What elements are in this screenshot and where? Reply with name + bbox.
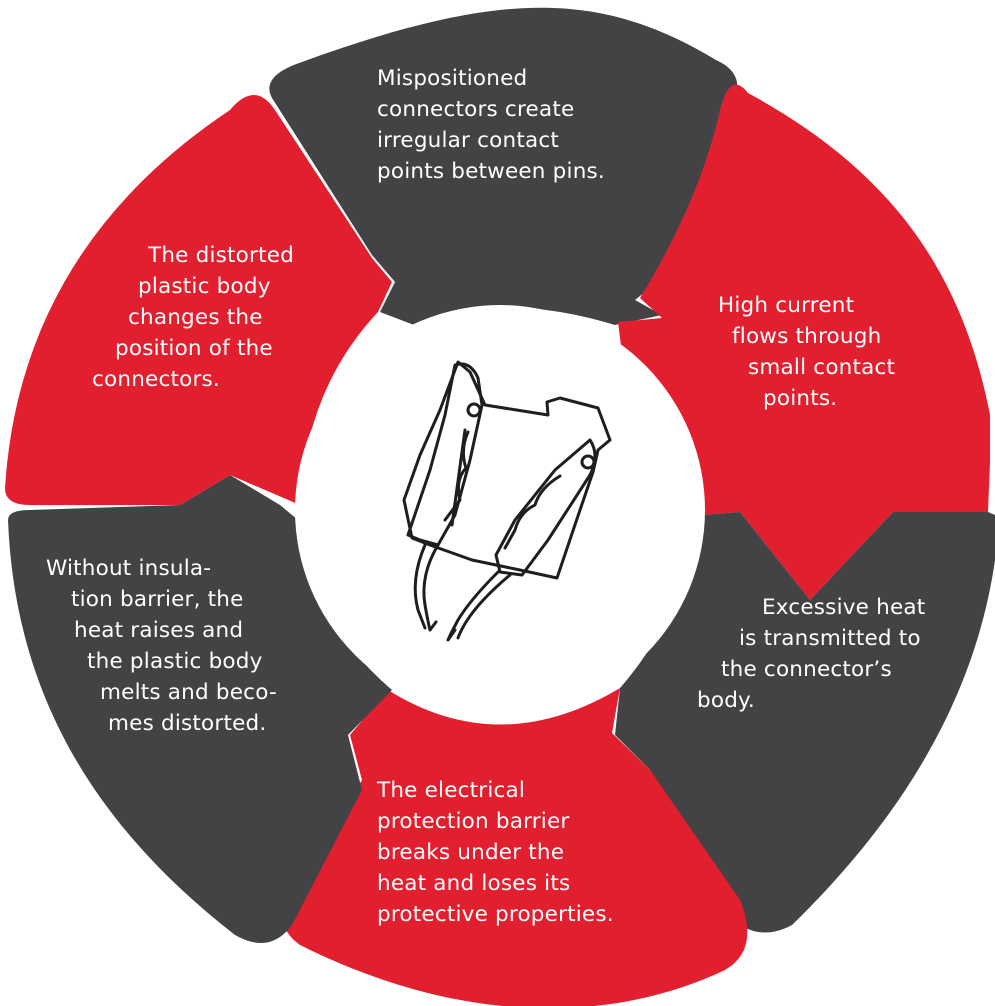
step-label-6: The distorted plastic body changes the p… [92,243,294,392]
segment-right-upper [618,84,990,601]
segment-left-upper [5,95,392,505]
segment-top [269,7,738,326]
step-label-2: High current flows through small contact… [718,293,896,411]
segment-left-lower [8,475,392,943]
step-label-4: The electrical protection barrier breaks… [377,778,614,927]
step-label-5: Without insula- tion barrier, the heat r… [46,556,277,736]
segment-bottom [282,688,748,1006]
step-label-3: Excessive heat is transmitted to the con… [697,595,926,713]
burnt-connector-icon [402,360,612,642]
segment-right-lower [615,512,995,933]
step-label-1: Mispositioned connectors create irregula… [377,66,605,184]
